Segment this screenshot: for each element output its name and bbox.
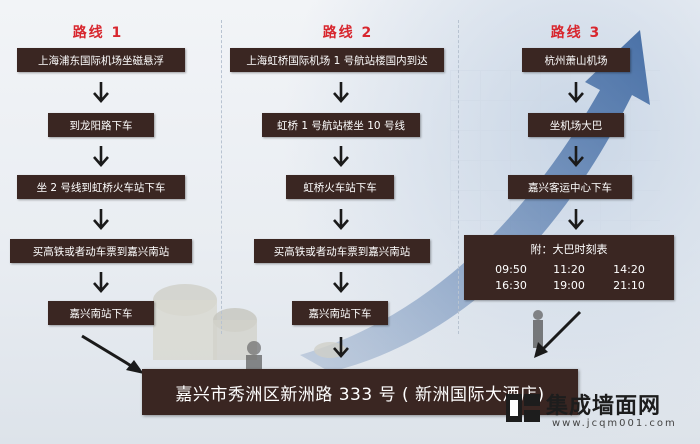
brand-logo-icon [506, 394, 540, 422]
route-2-step-1: 上海虹桥国际机场 1 号航站楼国内到达 [230, 48, 444, 72]
down-arrow-icon [333, 337, 349, 358]
down-arrow-icon [568, 146, 584, 167]
schedule-time: 14:20 [613, 263, 645, 276]
schedule-time: 16:30 [495, 279, 527, 292]
down-arrow-icon [333, 82, 349, 103]
column-divider-2 [458, 20, 459, 334]
bus-schedule-panel: 附：大巴时刻表 09:50 11:20 14:20 16:30 19:00 21… [464, 235, 674, 300]
route-1-step-1: 上海浦东国际机场坐磁悬浮 [17, 48, 185, 72]
route-2-title: 路线 2 [322, 25, 374, 41]
route-3-step-2: 坐机场大巴 [528, 113, 624, 137]
down-arrow-icon [93, 82, 109, 103]
route-2-step-4: 买高铁或者动车票到嘉兴南站 [254, 239, 430, 263]
brand-name: 集成墙面网 [546, 394, 662, 419]
route-3-step-1: 杭州萧山机场 [522, 48, 630, 72]
column-divider-1 [221, 20, 222, 334]
schedule-time: 21:10 [613, 279, 645, 292]
route-1-step-3: 坐 2 号线到虹桥火车站下车 [17, 175, 185, 199]
route-2-step-5: 嘉兴南站下车 [292, 301, 388, 325]
route-3-title: 路线 3 [550, 25, 602, 41]
down-arrow-icon [333, 146, 349, 167]
down-arrow-icon [93, 209, 109, 230]
route-1-step-4: 买高铁或者动车票到嘉兴南站 [10, 239, 192, 263]
destination-address-box: 嘉兴市秀洲区新洲路 333 号 ( 新洲国际大酒店) [142, 369, 578, 415]
down-arrow-icon [333, 272, 349, 293]
down-arrow-icon [93, 272, 109, 293]
down-arrow-icon [568, 82, 584, 103]
down-arrow-icon [93, 146, 109, 167]
brand-url: www.jcqm001.com [552, 418, 677, 429]
down-arrow-icon [568, 209, 584, 230]
schedule-time: 09:50 [495, 263, 527, 276]
schedule-time: 19:00 [553, 279, 585, 292]
route-1-step-2: 到龙阳路下车 [48, 113, 154, 137]
route-3-step-3: 嘉兴客运中心下车 [508, 175, 632, 199]
bus-schedule-title: 附：大巴时刻表 [530, 243, 608, 256]
brand-watermark: 集成墙面网 www.jcqm001.com [502, 386, 700, 444]
route-1-step-5: 嘉兴南站下车 [48, 301, 154, 325]
down-arrow-icon [333, 209, 349, 230]
route-2-step-3: 虹桥火车站下车 [286, 175, 394, 199]
route-1-title: 路线 1 [72, 25, 124, 41]
route-2-step-2: 虹桥 1 号航站楼坐 10 号线 [262, 113, 420, 137]
schedule-time: 11:20 [553, 263, 585, 276]
